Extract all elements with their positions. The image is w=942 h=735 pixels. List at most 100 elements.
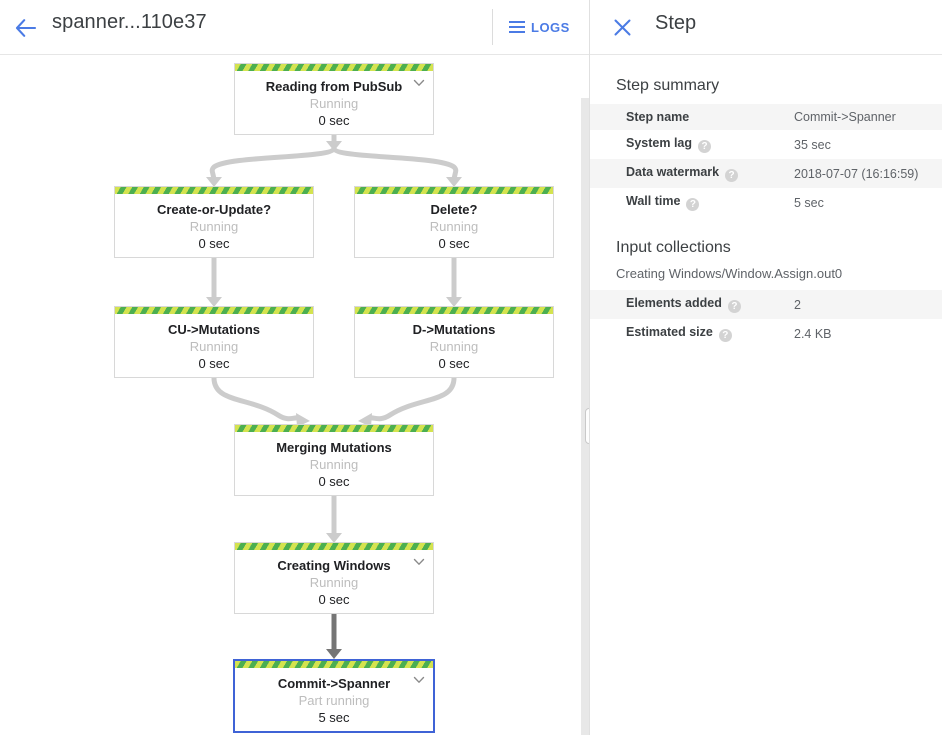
node-title: D->Mutations xyxy=(412,322,496,337)
table-row: Step name Commit->Spanner xyxy=(590,104,942,130)
node-elapsed-time: 0 sec xyxy=(198,236,230,251)
node-status: Running xyxy=(309,96,359,111)
node-status-stripe xyxy=(115,307,313,314)
node-elapsed-time: 5 sec xyxy=(318,710,350,725)
node-status-stripe xyxy=(355,187,553,194)
node-status-stripe xyxy=(235,64,433,71)
node-elapsed-time: 0 sec xyxy=(318,113,350,128)
graph-edges xyxy=(206,135,462,659)
table-row: Data watermark?2018-07-07 (16:16:59) xyxy=(590,159,942,188)
node-status: Running xyxy=(189,219,239,234)
node-status: Running xyxy=(429,219,479,234)
header-divider xyxy=(492,9,493,45)
node-status-stripe xyxy=(235,661,433,668)
logs-button[interactable]: LOGS xyxy=(509,12,570,42)
node-body: Create-or-Update? Running 0 sec xyxy=(115,194,313,261)
row-label-text: System lag xyxy=(626,136,693,150)
node-body: Delete? Running 0 sec xyxy=(355,194,553,261)
job-title: spanner...110e37 xyxy=(52,11,207,33)
row-label-text: Wall time xyxy=(626,194,681,208)
node-elapsed-time: 0 sec xyxy=(438,236,470,251)
row-label-text: Estimated size xyxy=(626,325,713,339)
step-panel-title: Step xyxy=(655,12,697,34)
node-title: Commit->Spanner xyxy=(277,676,391,691)
step-summary-heading: Step summary xyxy=(616,77,720,94)
node-status-stripe xyxy=(355,307,553,314)
job-header-bar: spanner...110e37 LOGS xyxy=(0,0,589,55)
help-icon[interactable]: ? xyxy=(718,329,732,342)
step-panel-header: Step xyxy=(590,0,942,55)
job-graph-pane: spanner...110e37 LOGS xyxy=(0,0,590,735)
node-status: Running xyxy=(309,575,359,590)
graph-vertical-scrollbar-thumb[interactable] xyxy=(585,408,589,444)
table-row: Wall time?5 sec xyxy=(590,188,942,217)
node-elapsed-time: 0 sec xyxy=(438,356,470,371)
help-icon[interactable]: ? xyxy=(725,169,739,182)
node-title: Reading from PubSub xyxy=(265,79,403,94)
help-icon[interactable]: ? xyxy=(727,300,741,313)
row-label: Wall time? xyxy=(590,188,794,217)
back-arrow-icon[interactable] xyxy=(10,12,42,44)
help-icon[interactable]: ? xyxy=(686,198,700,211)
row-value: 2018-07-07 (16:16:59) xyxy=(794,159,942,188)
help-icon[interactable]: ? xyxy=(698,140,712,153)
close-icon[interactable] xyxy=(608,13,636,41)
chevron-down-icon[interactable] xyxy=(413,556,425,568)
step-details-pane: Step Step summary Step name Commit->Spann… xyxy=(590,0,942,735)
node-status-stripe xyxy=(235,543,433,550)
node-status: Part running xyxy=(298,693,370,708)
row-label: System lag? xyxy=(590,130,794,159)
graph-node-create-or-update[interactable]: Create-or-Update? Running 0 sec xyxy=(114,186,314,258)
row-label-text: Step name xyxy=(626,110,690,124)
node-elapsed-time: 0 sec xyxy=(198,356,230,371)
node-elapsed-time: 0 sec xyxy=(318,474,350,489)
node-title: Creating Windows xyxy=(277,558,391,573)
logs-button-label: LOGS xyxy=(531,19,570,35)
node-title: CU->Mutations xyxy=(167,322,261,337)
table-row: System lag?35 sec xyxy=(590,130,942,159)
row-label-text: Data watermark xyxy=(626,165,720,179)
node-title: Merging Mutations xyxy=(276,440,392,455)
list-icon xyxy=(509,21,525,33)
row-label: Data watermark? xyxy=(590,159,794,188)
input-collection-name: Creating Windows/Window.Assign.out0 xyxy=(616,266,843,281)
node-status-stripe xyxy=(235,425,433,432)
chevron-down-icon[interactable] xyxy=(413,77,425,89)
table-row: Estimated size? 2.4 KB xyxy=(590,319,942,348)
row-label-text: Elements added xyxy=(626,296,722,310)
row-value: 35 sec xyxy=(794,137,831,152)
node-status-stripe xyxy=(115,187,313,194)
node-status: Running xyxy=(189,339,239,354)
row-value: Commit->Spanner xyxy=(794,104,942,130)
row-value: 2.4 KB xyxy=(794,326,832,341)
chevron-down-icon[interactable] xyxy=(413,674,425,686)
node-elapsed-time: 0 sec xyxy=(318,592,350,607)
graph-node-delete[interactable]: Delete? Running 0 sec xyxy=(354,186,554,258)
table-row: Elements added?2 xyxy=(590,290,942,319)
node-title: Delete? xyxy=(430,202,478,217)
row-value: 5 sec xyxy=(794,195,824,210)
node-status: Running xyxy=(309,457,359,472)
node-status: Running xyxy=(429,339,479,354)
row-label: Elements added? xyxy=(590,290,794,319)
row-value: 2 xyxy=(794,290,942,319)
input-collections-heading: Input collections xyxy=(616,239,731,256)
node-title: Create-or-Update? xyxy=(156,202,272,217)
